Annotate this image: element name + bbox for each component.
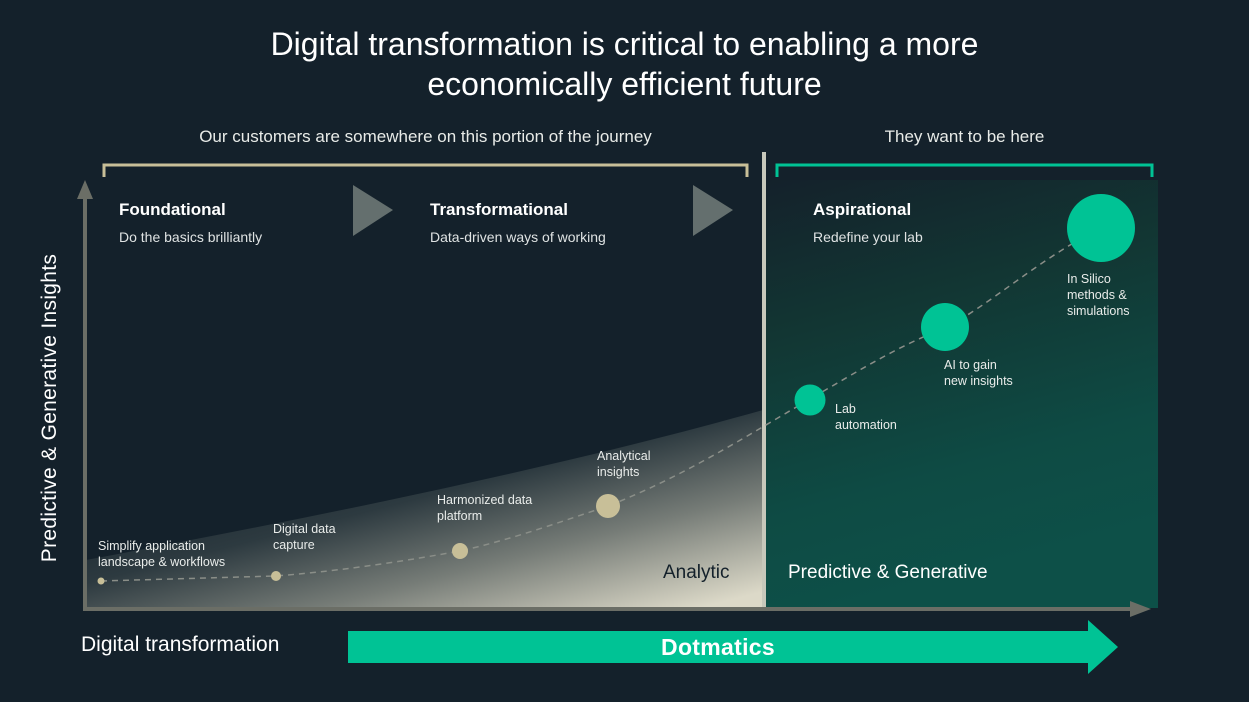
stage-subtitle-foundational: Do the basics brilliantly	[119, 229, 263, 245]
chevron-right-icon	[693, 185, 733, 236]
y-axis-arrow-icon	[77, 180, 93, 199]
point-lab-automation	[794, 384, 826, 416]
region-label-analytic: Analytic	[663, 562, 730, 583]
point-analytical	[596, 494, 620, 518]
point-digital-capture	[271, 571, 281, 581]
point-label-harmonized: Harmonized data platform	[437, 493, 533, 523]
brand-logo: Dotmatics	[661, 634, 775, 660]
bracket-label-target: They want to be here	[884, 127, 1045, 146]
point-ai-insights	[921, 303, 969, 351]
page-title: Digital transformation is critical to en…	[270, 26, 979, 102]
chevron-right-icon	[353, 185, 393, 236]
bracket-label-current: Our customers are somewhere on this port…	[199, 127, 652, 146]
point-label-simplify: Simplify application landscape & workflo…	[98, 539, 226, 569]
point-label-in-silico: In Silico methods & simulations	[1067, 272, 1130, 318]
point-label-ai-insights: AI to gain new insights	[944, 358, 1013, 388]
point-label-analytical: Analytical insights	[597, 449, 651, 479]
stage-subtitle-aspirational: Redefine your lab	[813, 229, 923, 245]
stage-subtitle-transformational: Data-driven ways of working	[430, 229, 606, 245]
y-axis-label: Predictive & Generative Insights	[38, 253, 61, 563]
point-harmonized	[452, 543, 468, 559]
stage-title-aspirational: Aspirational	[813, 200, 912, 219]
region-label-predictive: Predictive & Generative	[788, 562, 988, 583]
x-axis-arrow-icon	[1130, 601, 1151, 617]
divider-line	[762, 152, 766, 608]
bracket-current	[102, 163, 749, 177]
point-label-lab-automation: Lab automation	[835, 402, 897, 432]
x-axis-label: Digital transformation	[81, 633, 280, 656]
stage-title-foundational: Foundational	[119, 200, 226, 219]
brand-arrow	[348, 620, 1118, 674]
point-label-digital-capture: Digital data capture	[273, 522, 336, 552]
point-simplify	[97, 577, 105, 585]
bracket-target	[775, 163, 1154, 177]
analytic-region	[86, 410, 763, 608]
stage-title-transformational: Transformational	[430, 200, 568, 219]
point-in-silico	[1067, 194, 1135, 262]
